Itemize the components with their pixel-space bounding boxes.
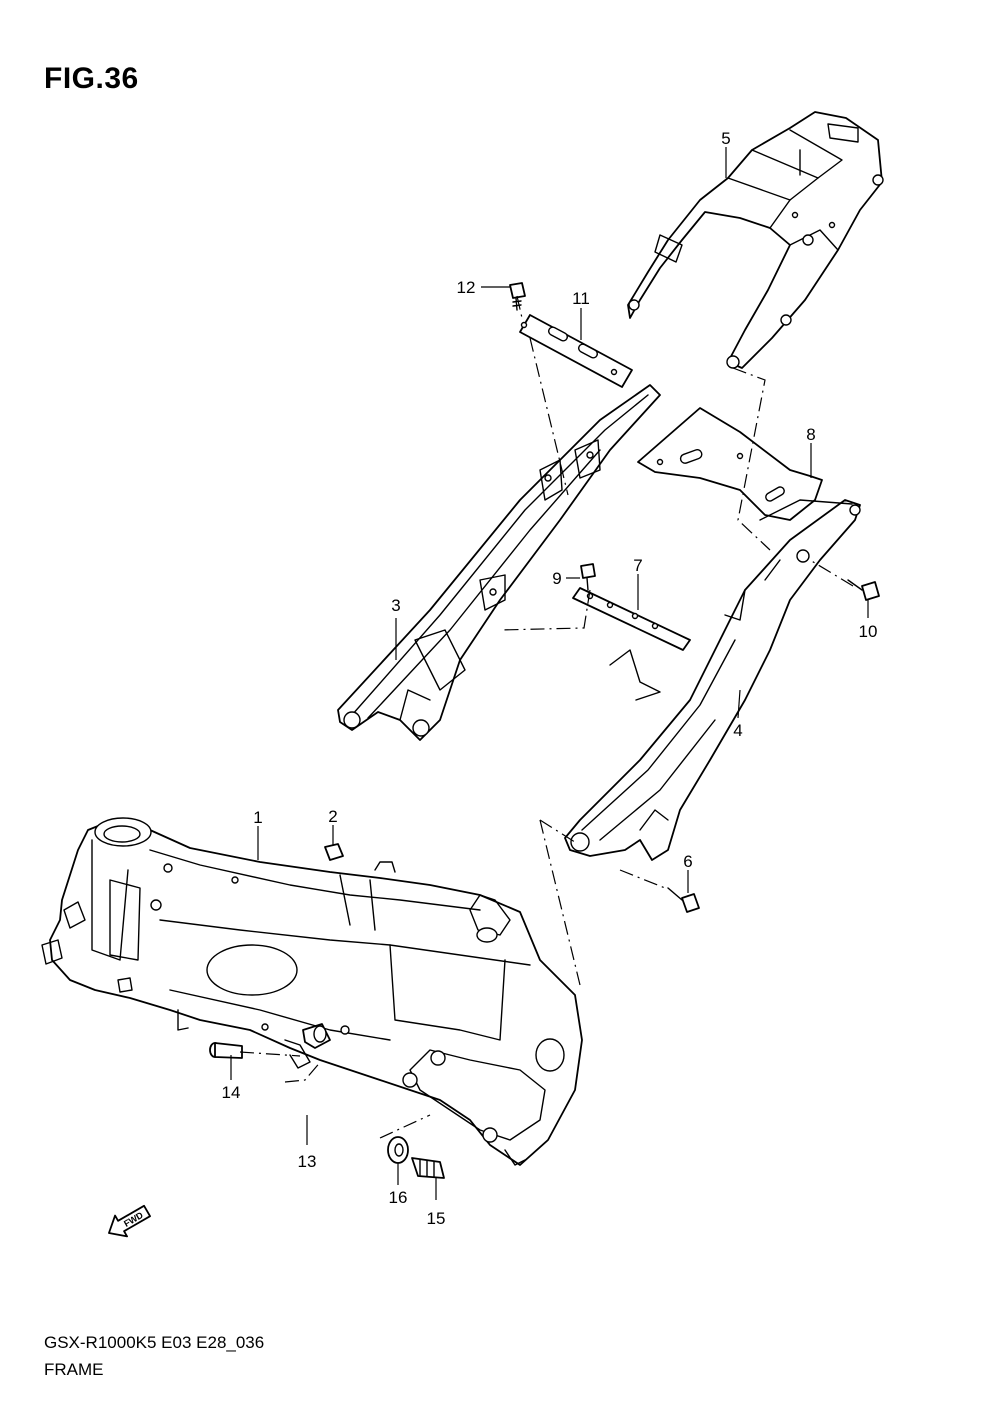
- part-8-bracket: [637, 407, 823, 521]
- callout-16: 16: [389, 1188, 408, 1207]
- callout-4: 4: [733, 721, 742, 740]
- callout-2: 2: [328, 807, 337, 826]
- callout-numbers: 1 2 3 4 5 6 7 8 9 10 11 12 13 14 15 16: [222, 129, 878, 1228]
- part-4-right-seat-rail: [564, 499, 861, 861]
- part-9-bolt: [580, 563, 596, 591]
- part-5-seat-rail-frame: [627, 111, 884, 369]
- callout-7: 7: [633, 556, 642, 575]
- callout-12: 12: [457, 278, 476, 297]
- assembly-lines: [239, 295, 854, 1139]
- callout-1: 1: [253, 808, 262, 827]
- part-14-bolt: [209, 1042, 243, 1059]
- part-1-main-frame: [41, 817, 583, 1166]
- callout-5: 5: [721, 129, 730, 148]
- figure-title: FIG.36: [44, 62, 139, 95]
- part-3-left-seat-rail: [337, 384, 661, 741]
- part-6-bolt: [667, 887, 700, 913]
- callout-14: 14: [222, 1083, 241, 1102]
- part-10-bolt: [847, 579, 880, 601]
- part-7-plate: [572, 587, 691, 651]
- fwd-arrow-icon: FWD: [108, 1204, 151, 1238]
- callout-9: 9: [552, 569, 561, 588]
- diagram-code: GSX-R1000K5 E03 E28_036: [44, 1333, 265, 1352]
- part-13-collar: [302, 1023, 331, 1049]
- callout-3: 3: [391, 596, 400, 615]
- part-11-plate: [519, 314, 633, 388]
- callout-13: 13: [298, 1152, 317, 1171]
- callout-8: 8: [806, 425, 815, 444]
- callout-6: 6: [683, 852, 692, 871]
- callout-11: 11: [572, 289, 590, 308]
- part-12-bolt: [509, 282, 526, 311]
- section-name: FRAME: [44, 1360, 104, 1379]
- part-2-plug: [324, 843, 344, 861]
- part-15-bolt: [411, 1157, 445, 1179]
- part-16-washer: [387, 1136, 409, 1164]
- callout-15: 15: [427, 1209, 446, 1228]
- callout-leaders: [230, 147, 869, 1200]
- callout-10: 10: [859, 622, 878, 641]
